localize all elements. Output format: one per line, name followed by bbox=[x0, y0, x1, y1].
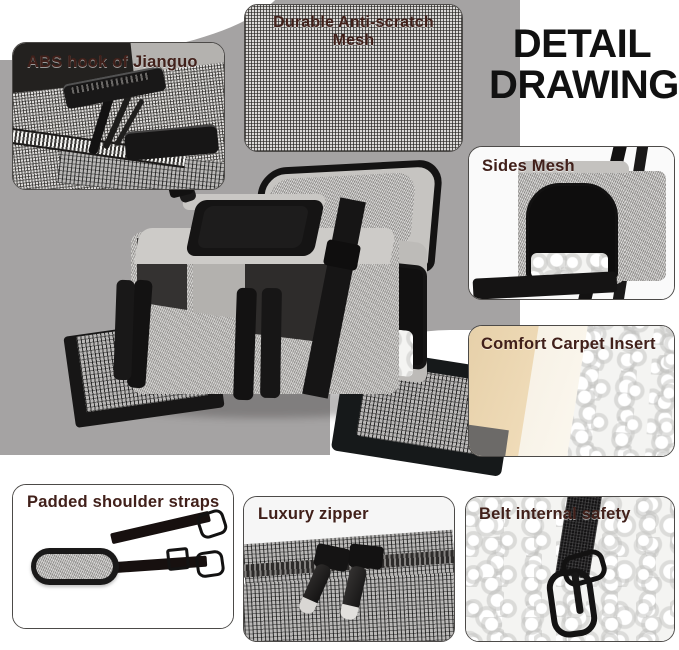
durable-mesh-photo bbox=[245, 5, 462, 151]
panel-durable-mesh: Durable Anti-scratch Mesh bbox=[244, 4, 463, 152]
shoulder-strap-slider bbox=[165, 546, 191, 571]
belt-safety-photo bbox=[466, 497, 674, 641]
panel-comfort-carpet: Comfort Carpet Insert bbox=[468, 325, 675, 457]
shoulder-strap-hook-lower-icon bbox=[193, 548, 226, 579]
shoulder-strap-pad bbox=[30, 547, 119, 586]
panel-caption-luxury-zipper: Luxury zipper bbox=[258, 505, 369, 523]
page-title: DETAIL DRAWING bbox=[489, 22, 679, 107]
shoulder-strap-photo bbox=[13, 485, 233, 628]
carrier-handle-right-b bbox=[260, 287, 282, 399]
panel-caption-padded-shoulder-straps: Padded shoulder straps bbox=[27, 493, 220, 511]
panel-sides-mesh: Sides Mesh bbox=[468, 146, 675, 300]
sides-mesh-photo bbox=[469, 147, 674, 299]
panel-caption-belt-internal-safety: Belt internal safety bbox=[479, 505, 631, 523]
luxury-zipper-photo bbox=[244, 497, 454, 641]
carrier-handle-left-b bbox=[113, 279, 135, 381]
panel-caption-durable-mesh: Durable Anti-scratch Mesh bbox=[273, 14, 434, 49]
sides-mesh-top-edge bbox=[518, 160, 629, 173]
carpet-photo-corner-shadow bbox=[469, 424, 509, 456]
panel-caption-abs-hook: ABS hook of Jianguo bbox=[27, 53, 198, 71]
panel-caption-comfort-carpet: Comfort Carpet Insert bbox=[481, 335, 656, 353]
zipper-slider-body-b bbox=[347, 542, 384, 570]
carrier-top-opening-inner bbox=[196, 206, 310, 248]
panel-abs-hook: ABS hook of Jianguo bbox=[12, 42, 225, 190]
pet-carrier-product-photo bbox=[63, 158, 518, 477]
panel-padded-shoulder-straps: Padded shoulder straps bbox=[12, 484, 234, 629]
carrier-handle-right-a bbox=[233, 287, 257, 401]
panel-luxury-zipper: Luxury zipper bbox=[243, 496, 455, 642]
shoulder-strap-pad-fabric bbox=[35, 553, 114, 580]
abs-hook-photo bbox=[13, 43, 224, 189]
panel-caption-sides-mesh: Sides Mesh bbox=[482, 157, 575, 175]
panel-belt-internal-safety: Belt internal safety bbox=[465, 496, 675, 642]
